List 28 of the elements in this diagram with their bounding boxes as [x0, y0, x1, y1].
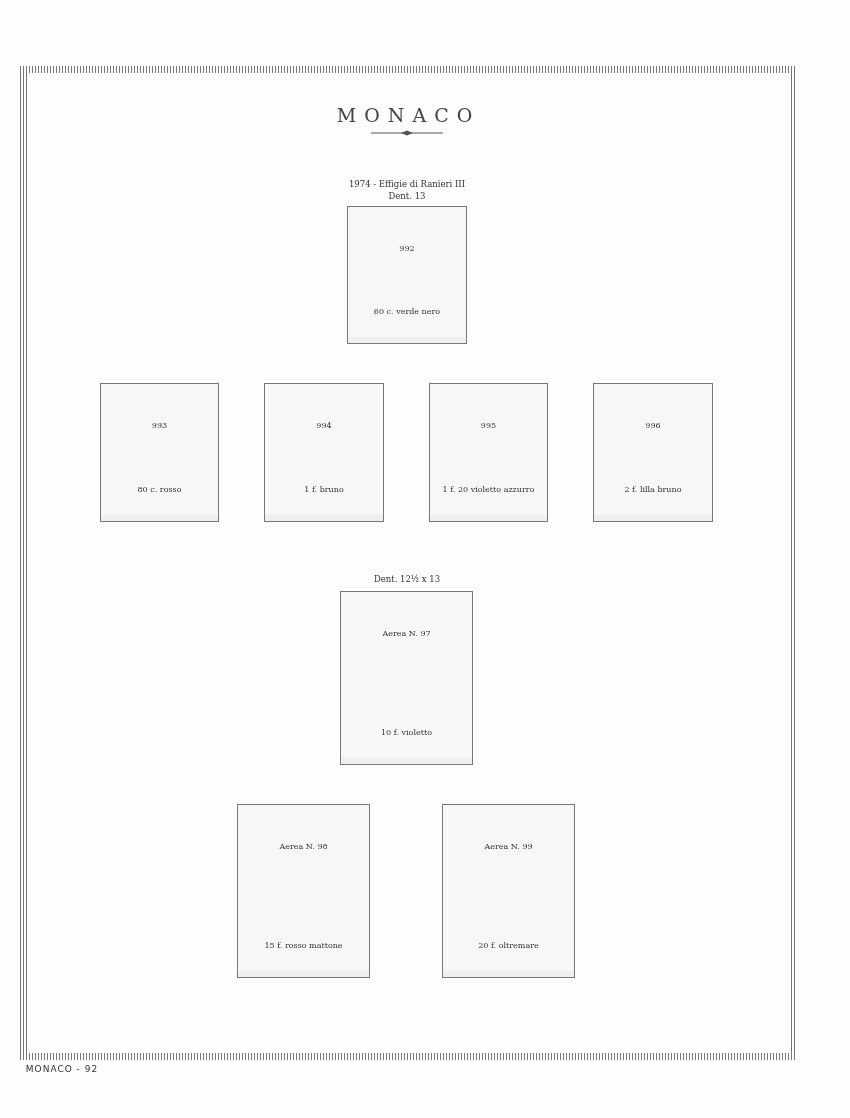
stamp-number: 995: [479, 421, 498, 430]
stamp-space: [429, 383, 548, 522]
stamp-description: 80 c. rosso: [136, 485, 183, 494]
page-footer: MONACO - 92: [25, 1064, 99, 1074]
stamp-description: 15 f. rosso mattone: [263, 941, 344, 950]
stamp-number: 993: [150, 421, 169, 430]
stamp-space: [347, 206, 467, 344]
perforation-note: Dent. 12½ x 13: [373, 574, 441, 584]
stamp-description: 20 f. oltremare: [477, 941, 540, 950]
stamp-number: Aerea N. 98: [278, 842, 329, 851]
stamp-space: [100, 383, 219, 522]
stamp-space: [593, 383, 713, 522]
stamp-space: [237, 804, 370, 978]
stamp-space: [442, 804, 575, 978]
series-heading: 1974 - Effigie di Ranieri III: [348, 179, 466, 189]
stamp-space: [264, 383, 384, 522]
stamp-number: 994: [315, 421, 333, 430]
stamp-description: 1 f. 20 violetto azzurro: [441, 485, 536, 494]
stamp-description: 60 c. verde nero: [372, 307, 442, 316]
stamp-description: 1 f. bruno: [303, 485, 345, 494]
stamp-space: [340, 591, 473, 765]
stamp-number: Aerea N. 99: [483, 842, 534, 851]
stamp-description: 10 f. violetto: [380, 728, 433, 737]
stamp-number: 996: [644, 421, 662, 430]
stamp-description: 2 f. lilla bruno: [623, 485, 683, 494]
stamp-number: 992: [398, 244, 416, 253]
stamp-number: Aerea N. 97: [381, 629, 432, 638]
page-title: MONACO: [335, 104, 482, 126]
